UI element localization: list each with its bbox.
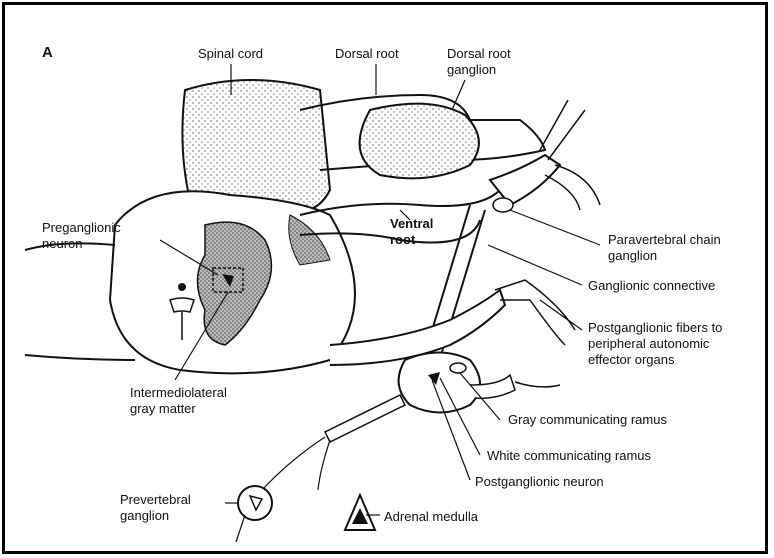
- label-paravertebral-2: ganglion: [608, 248, 657, 263]
- label-postganglionic-neuron: Postganglionic neuron: [475, 474, 604, 489]
- label-gray-ramus: Gray communicating ramus: [508, 412, 667, 427]
- lower-spinal-nerve: [330, 290, 505, 365]
- label-prevertebral-1: Prevertebral: [120, 492, 191, 507]
- splanchnic-nerve: [325, 395, 405, 442]
- ventral-fissure: [170, 298, 194, 312]
- label-dorsal-root: Dorsal root: [335, 46, 399, 61]
- label-intermediolateral-2: gray matter: [130, 401, 196, 416]
- label-dorsal-root-ganglion-1: Dorsal root: [447, 46, 511, 61]
- label-dorsal-root-ganglion-2: ganglion: [447, 62, 496, 77]
- label-spinal-cord: Spinal cord: [198, 46, 263, 61]
- dorsal-root-ganglion: [360, 104, 479, 179]
- label-ganglionic-connective: Ganglionic connective: [588, 278, 715, 293]
- label-postganglionic-fibers-1: Postganglionic fibers to: [588, 320, 722, 335]
- label-postganglionic-fibers-2: peripheral autonomic: [588, 336, 709, 351]
- label-prevertebral-2: ganglion: [120, 508, 169, 523]
- label-postganglionic-fibers-3: effector organs: [588, 352, 674, 367]
- label-ventral-root-1: Ventral: [390, 216, 433, 231]
- paravertebral-ganglion-shape: [493, 198, 513, 212]
- label-preganglionic-2: neuron: [42, 236, 82, 251]
- label-preganglionic-1: Preganglionic: [42, 220, 121, 235]
- panel-letter: A: [42, 45, 53, 60]
- label-white-ramus: White communicating ramus: [487, 448, 651, 463]
- label-adrenal-medulla: Adrenal medulla: [384, 509, 478, 524]
- label-ventral-root-2: root: [390, 232, 415, 247]
- label-paravertebral-1: Paravertebral chain: [608, 232, 721, 247]
- label-intermediolateral-1: Intermediolateral: [130, 385, 227, 400]
- central-canal-dot: [178, 283, 186, 291]
- ventral-root: [300, 190, 500, 215]
